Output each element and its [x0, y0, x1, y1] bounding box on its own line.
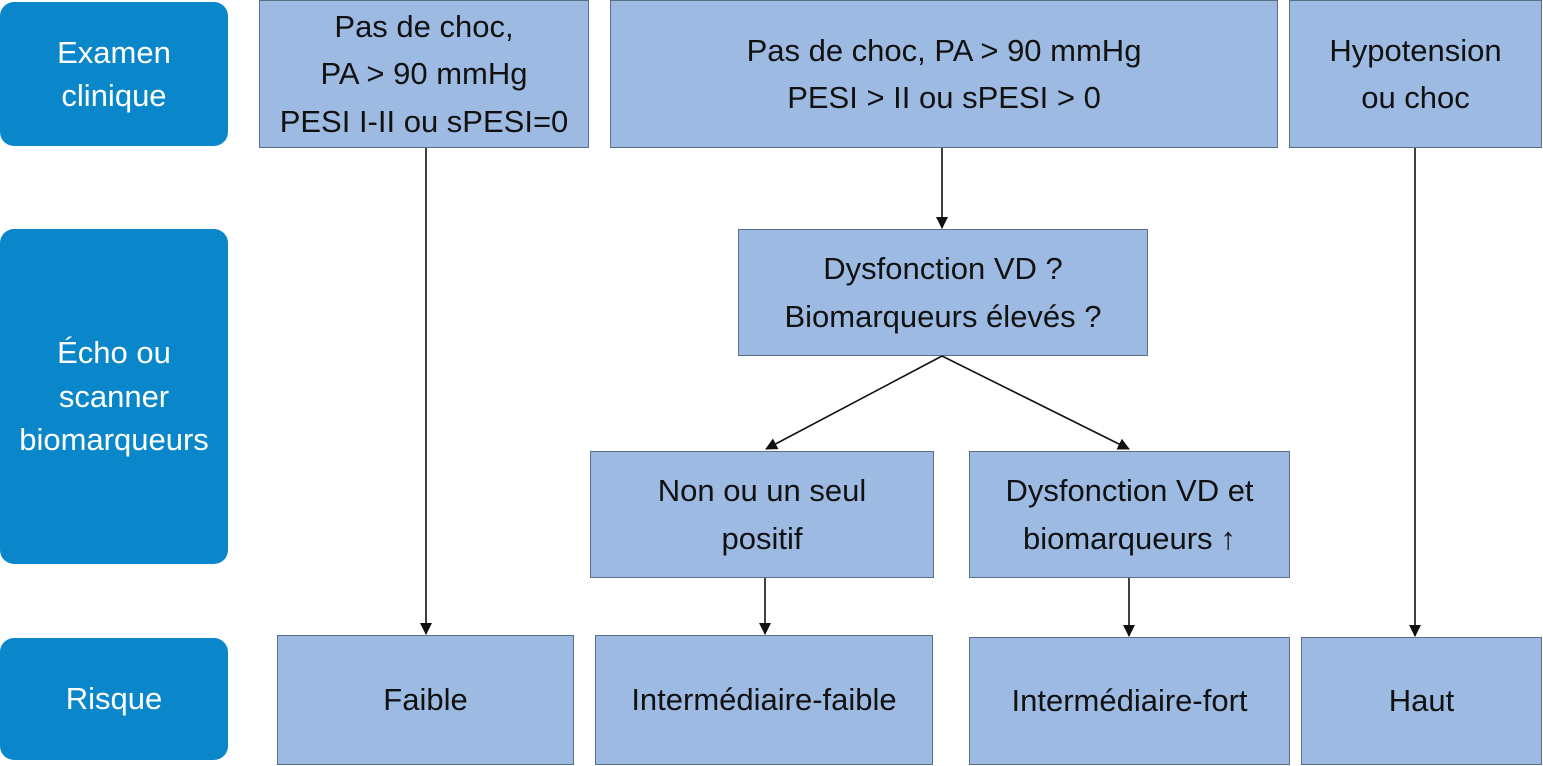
- row-label-examen-clinique: Examen clinique: [0, 2, 228, 146]
- row-label-echo-scanner: Écho ou scanner biomarqueurs: [0, 229, 228, 564]
- arrow-up-icon: ↑: [1220, 520, 1237, 556]
- box-no-shock-pesi-high: Pas de choc, PA > 90 mmHg PESI > II ou s…: [610, 0, 1278, 148]
- box-none-or-single-positive: Non ou un seul positif: [590, 451, 934, 578]
- risk-box-haut: Haut: [1301, 637, 1542, 765]
- biomarkers-elevated-label: biomarqueurs↑: [1023, 515, 1236, 562]
- risk-box-intermediaire-fort: Intermédiaire-fort: [969, 637, 1290, 765]
- row-label-risque: Risque: [0, 638, 228, 760]
- rv-dysfunction-label: Dysfonction VD et: [1005, 473, 1254, 509]
- risk-box-intermediaire-faible: Intermédiaire-faible: [595, 635, 933, 765]
- arrow-question-to-both: [941, 355, 1130, 450]
- arrow-question-to-non: [765, 355, 943, 450]
- risk-box-faible: Faible: [277, 635, 574, 765]
- biomarkers-label: biomarqueurs: [1022, 520, 1213, 556]
- box-rv-dysfunction-and-biomarkers: Dysfonction VD et biomarqueurs↑: [969, 451, 1290, 578]
- box-rv-dysfunction-question: Dysfonction VD ? Biomarqueurs élevés ?: [738, 229, 1148, 356]
- box-no-shock-pesi-low: Pas de choc, PA > 90 mmHg PESI I-II ou s…: [259, 0, 589, 148]
- box-hypotension-shock: Hypotension ou choc: [1289, 0, 1542, 148]
